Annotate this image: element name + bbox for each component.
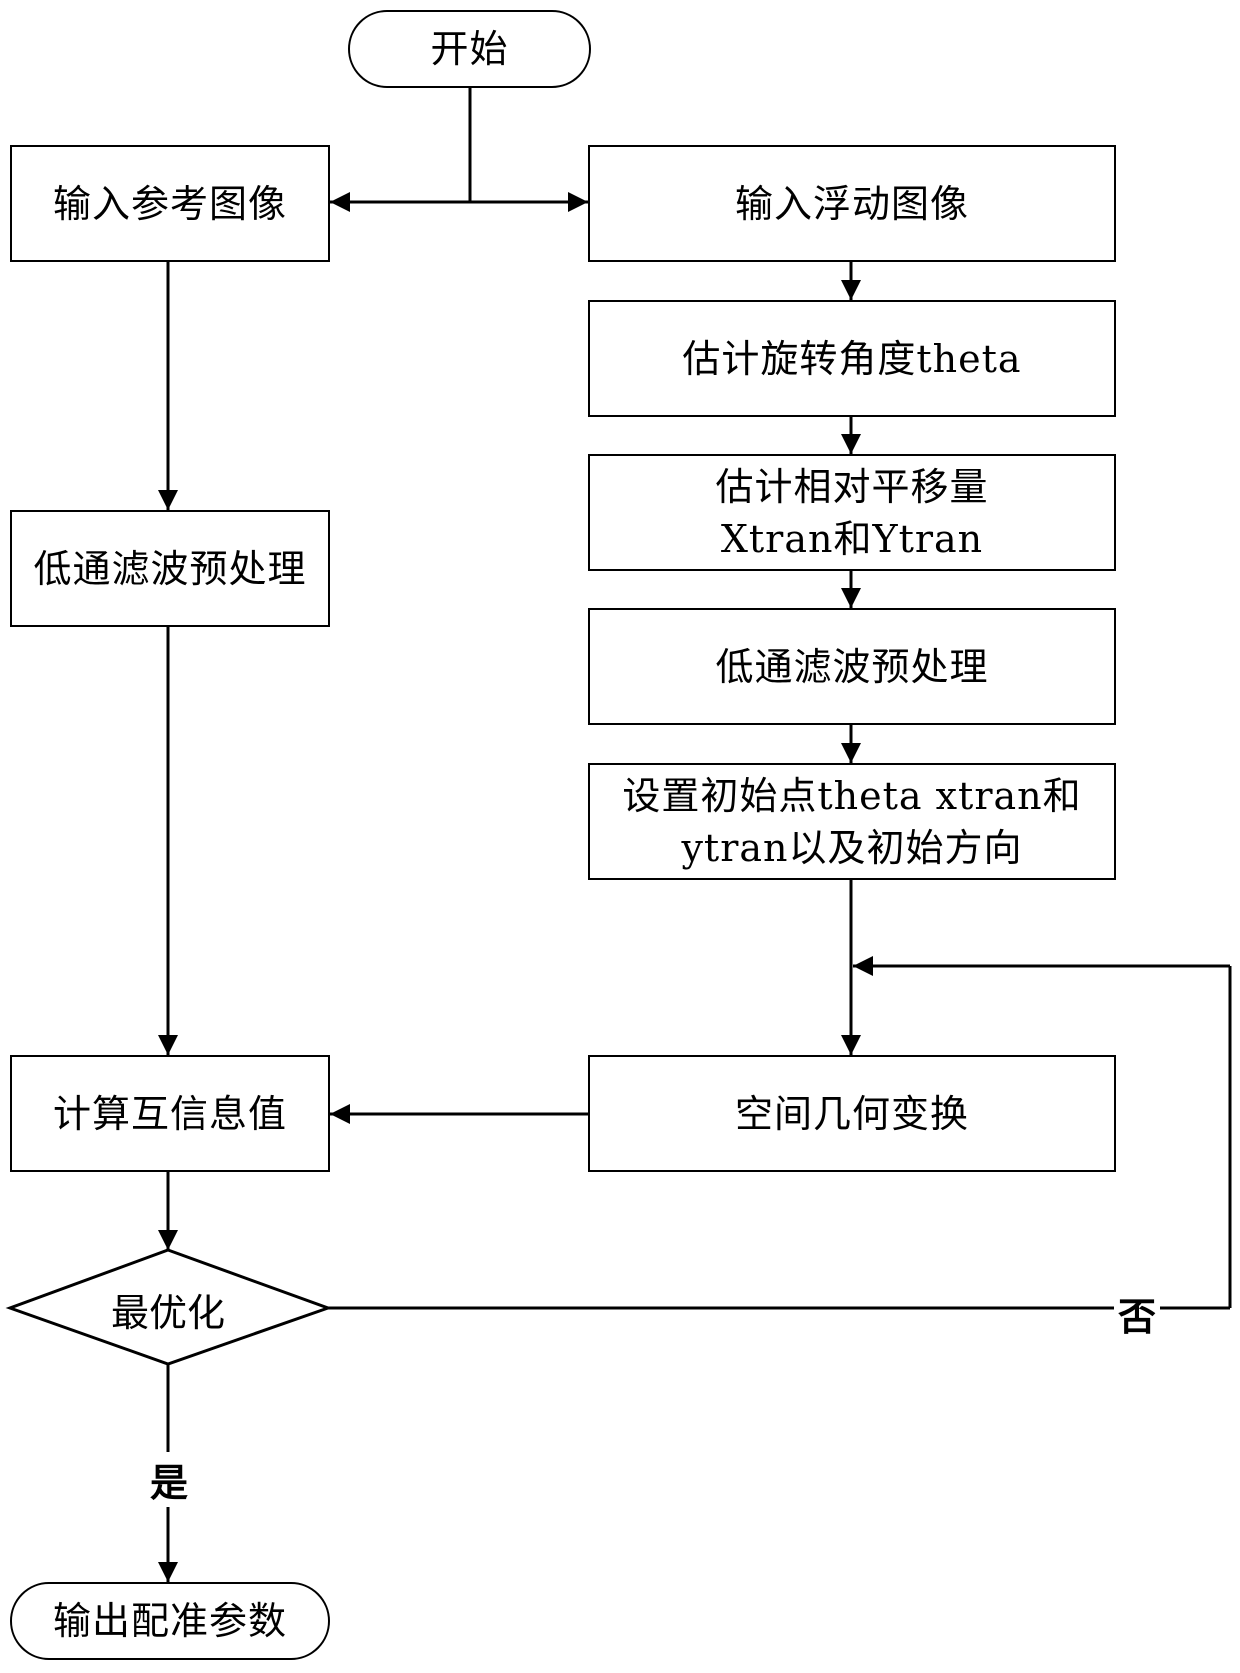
optimize-label: 最优化 [110,1291,225,1335]
estimate-translation-label-line2: Xtran和Ytran [720,516,984,561]
lowpass-right-label: 低通滤波预处理 [715,644,989,689]
estimate-rotation-label: 估计旋转角度theta [682,336,1022,381]
start-label: 开始 [430,27,509,71]
arrowhead [330,192,350,212]
arrowhead [841,1035,861,1055]
output-node: 输出配准参数 [10,1582,330,1660]
lowpass-left-label: 低通滤波预处理 [33,546,307,591]
decision-diamond [5,1248,333,1366]
estimate-translation-node: 估计相对平移量 Xtran和Ytran [588,454,1116,571]
input-reference-node: 输入参考图像 [10,145,330,262]
set-initial-node: 设置初始点theta xtran和 ytran以及初始方向 [588,763,1116,880]
start-node: 开始 [348,10,591,88]
edge-label-no: 否 [1114,1286,1161,1341]
estimate-rotation-node: 估计旋转角度theta [588,300,1116,417]
set-initial-label-line1: 设置初始点theta xtran和 [622,773,1082,818]
arrowhead [568,192,588,212]
arrowhead [330,1104,350,1124]
arrowhead [158,1230,178,1250]
estimate-translation-label-line1: 估计相对平移量 [715,464,989,509]
lowpass-left-node: 低通滤波预处理 [10,510,330,627]
compute-mi-node: 计算互信息值 [10,1055,330,1172]
compute-mi-label: 计算互信息值 [52,1091,287,1136]
output-label: 输出配准参数 [52,1599,287,1643]
arrowhead [158,1562,178,1582]
input-floating-node: 输入浮动图像 [588,145,1116,262]
arrowhead [841,434,861,454]
arrowhead [158,490,178,510]
arrowhead [853,956,873,976]
set-initial-label-line2: ytran以及初始方向 [681,825,1023,870]
edge-label-yes: 是 [146,1452,193,1507]
arrowhead [158,1035,178,1055]
spatial-transform-label: 空间几何变换 [734,1091,969,1136]
arrowhead [841,743,861,763]
spatial-transform-node: 空间几何变换 [588,1055,1116,1172]
arrowhead [841,280,861,300]
lowpass-right-node: 低通滤波预处理 [588,608,1116,725]
input-floating-label: 输入浮动图像 [734,181,969,226]
arrowhead [841,588,861,608]
input-reference-label: 输入参考图像 [52,181,287,226]
